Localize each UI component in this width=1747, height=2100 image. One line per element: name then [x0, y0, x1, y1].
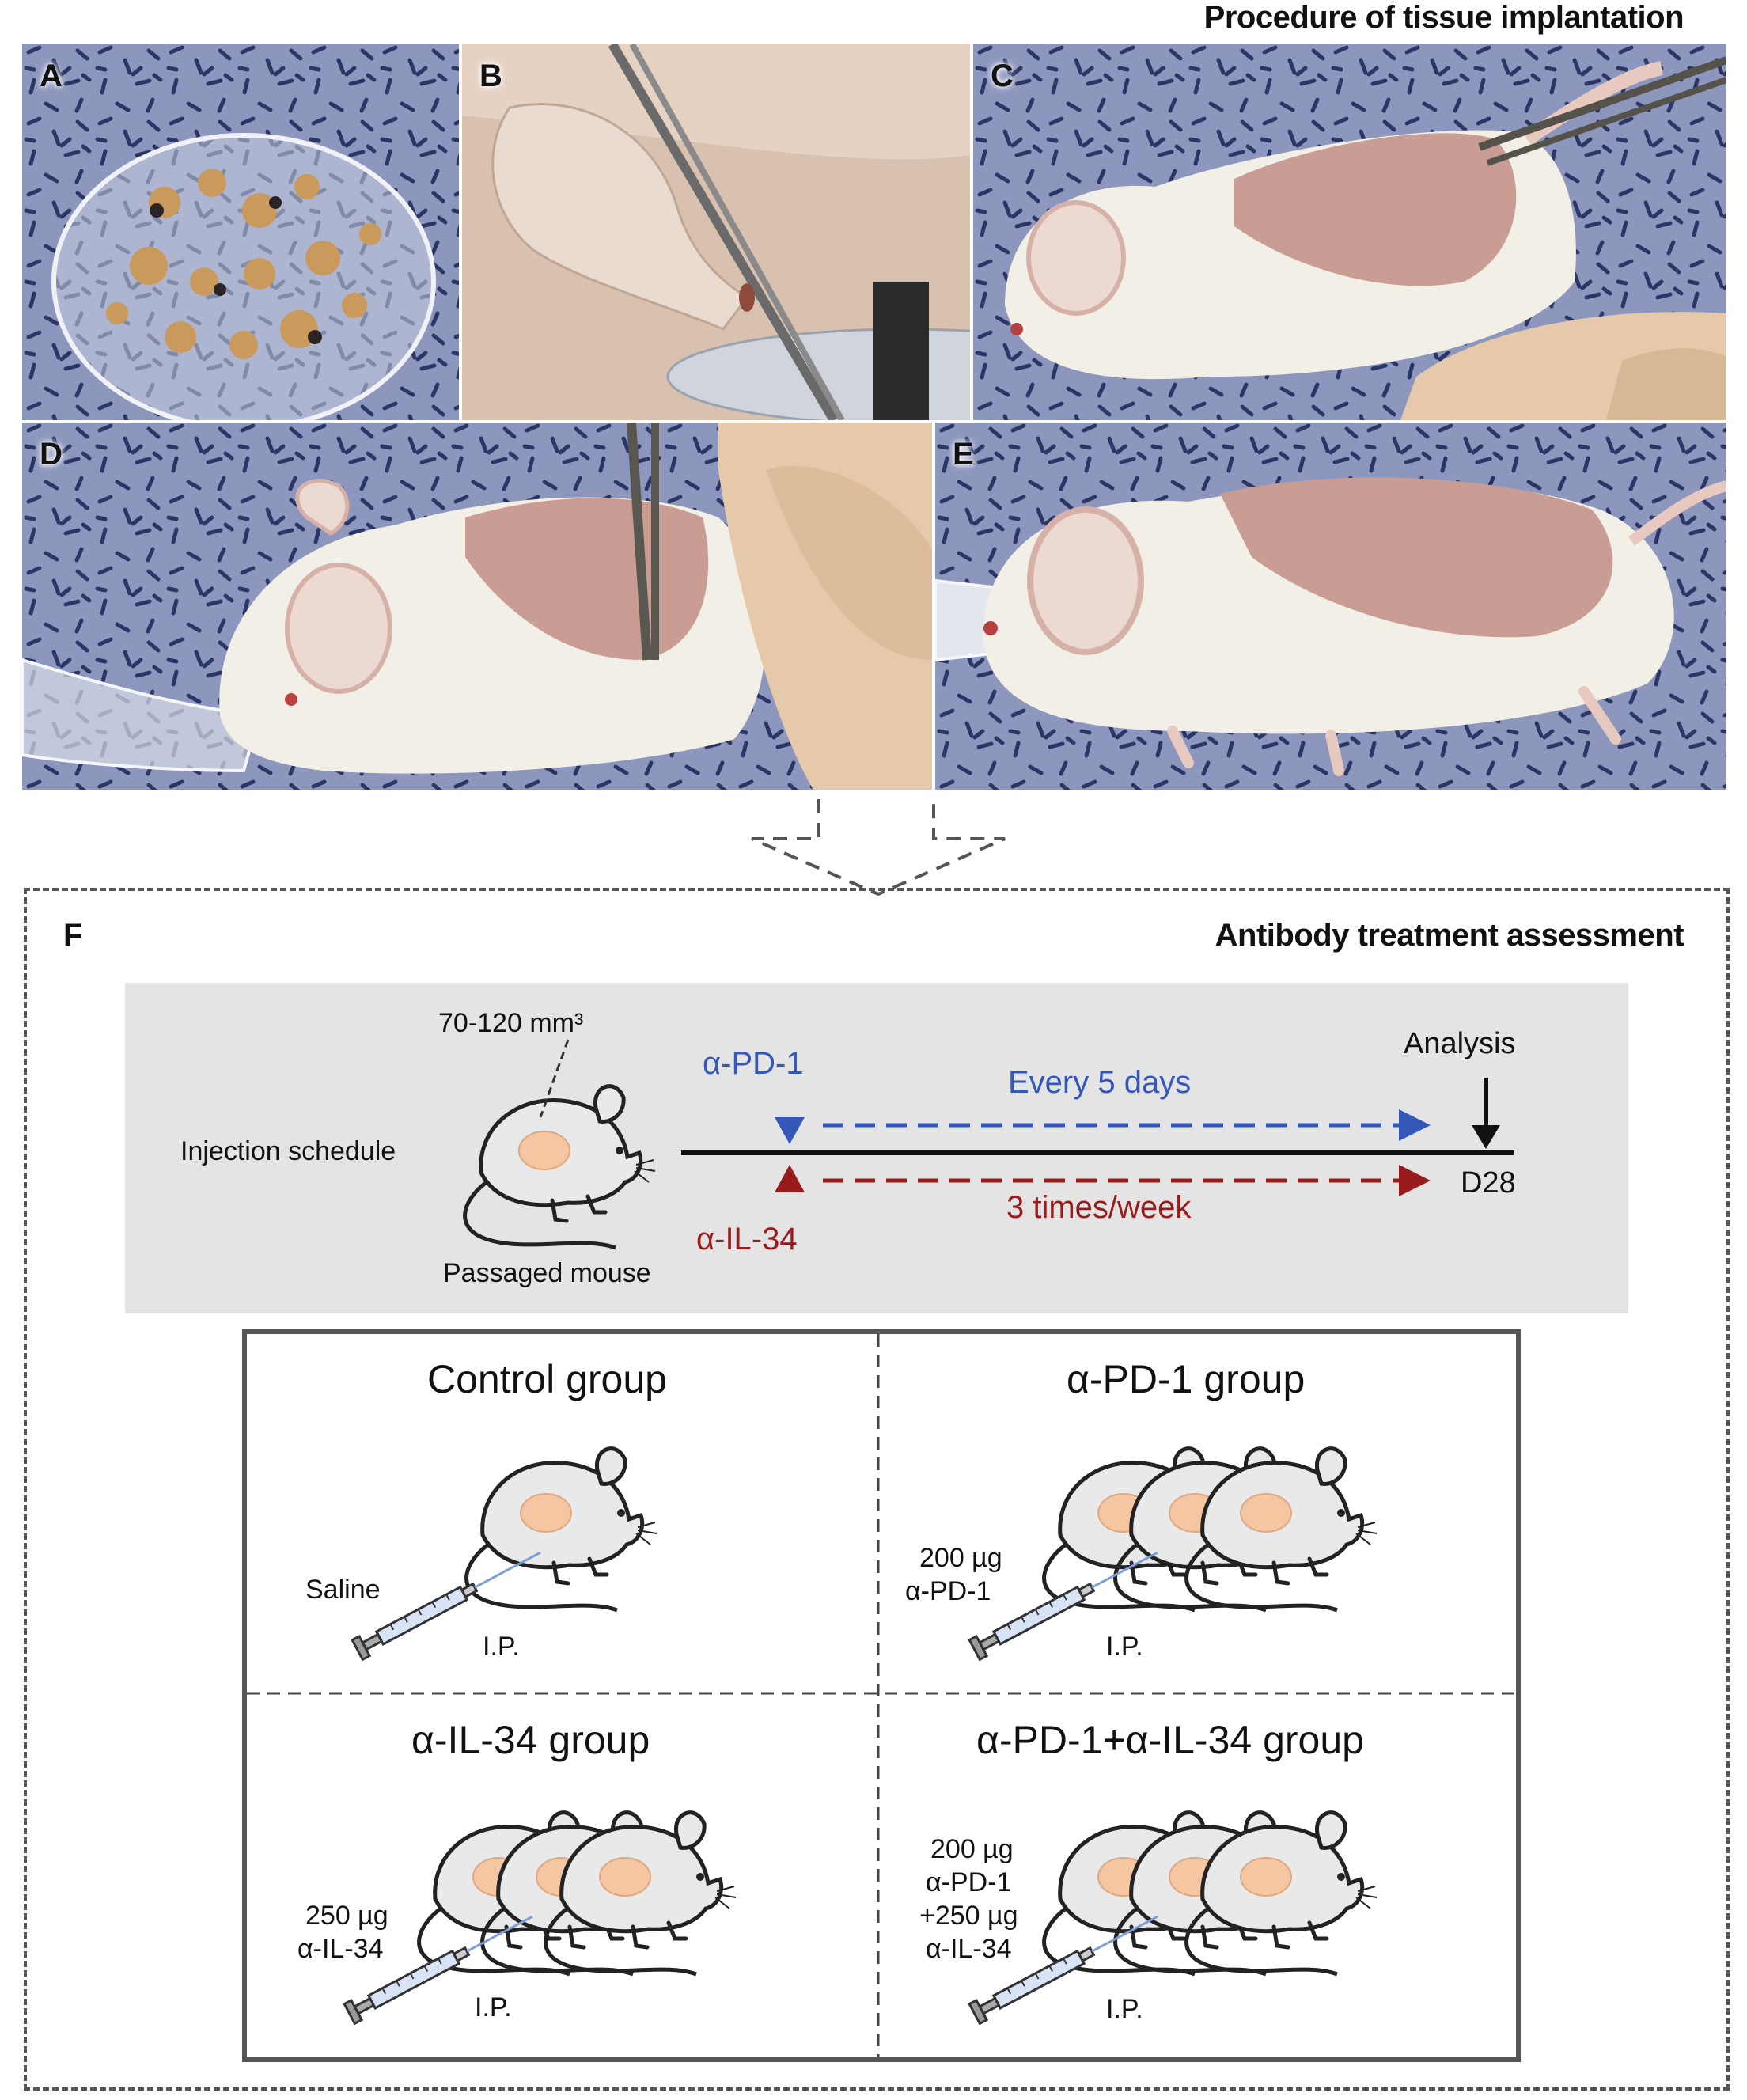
groups-grid [242, 1329, 1521, 2062]
photo-incision-closure: D [22, 423, 932, 790]
il34-label: α-IL-34 [696, 1222, 798, 1257]
photo-recovered-mouse: E [935, 423, 1726, 790]
dose-line: 200 µg [930, 1834, 1014, 1864]
tumor-volume-label: 70-120 mm³ [438, 1008, 584, 1038]
group-title: α-PD-1 group [1067, 1357, 1306, 1401]
dose-line: Saline [305, 1575, 381, 1605]
injection-schedule-box [125, 983, 1628, 1313]
dose-line: α-PD-1 [905, 1576, 991, 1606]
group-title: α-PD-1+α-IL-34 group [976, 1718, 1364, 1762]
endpoint-label: D28 [1461, 1166, 1516, 1200]
ail34-illustration [343, 1780, 767, 2025]
tumor-pointer-line [539, 1039, 570, 1118]
il34-frequency: 3 times/week [1006, 1190, 1192, 1225]
passaged-mouse-icon [465, 1086, 655, 1248]
pd1-label: α-PD-1 [703, 1046, 804, 1081]
route-label: I.P. [483, 1632, 520, 1662]
treatment-assessment-title: Antibody treatment assessment [1215, 918, 1684, 953]
photo-tissue-fragments: A [22, 44, 459, 420]
dose-line: +250 µg [919, 1901, 1018, 1931]
procedure-title: Procedure of tissue implantation [1203, 0, 1684, 35]
panel-letter-c: C [991, 59, 1014, 93]
panel-letter-d: D [40, 437, 63, 472]
pd1-start-marker [775, 1117, 805, 1144]
il34-arrowhead [1399, 1165, 1431, 1196]
panel-letter-a: A [40, 59, 63, 93]
pd1-arrowhead [1399, 1109, 1431, 1141]
panel-letter-e: E [953, 437, 974, 472]
pd1-frequency: Every 5 days [1008, 1065, 1192, 1100]
groups-dividers [247, 1334, 1516, 2057]
route-label: I.P. [475, 1992, 512, 2022]
schedule-diagram [125, 1039, 1514, 1313]
dose-line: α-PD-1 [926, 1867, 1012, 1897]
group-title: α-IL-34 group [411, 1718, 650, 1762]
panel-letter-b: B [479, 59, 502, 93]
dose-line: α-IL-34 [297, 1934, 384, 1964]
analysis-label: Analysis [1404, 1027, 1516, 1060]
flow-arrow [751, 799, 1006, 896]
dose-line: 250 µg [305, 1901, 388, 1931]
route-label: I.P. [1106, 1632, 1143, 1662]
injection-schedule-label: Injection schedule [180, 1136, 396, 1166]
route-label: I.P. [1106, 1994, 1143, 2024]
dose-line: 200 µg [919, 1543, 1002, 1573]
panel-letter-f: F [63, 918, 83, 953]
passaged-mouse-label: Passaged mouse [443, 1258, 651, 1288]
panel-f-frame [24, 888, 1730, 2091]
photo-skin-clip: C [973, 44, 1726, 420]
photo-forceps-handling: B [462, 44, 970, 420]
dose-line: α-IL-34 [926, 1934, 1012, 1964]
mouse-icon [467, 1449, 657, 1610]
combo-illustration [968, 1780, 1464, 2025]
apd1-illustration [968, 1416, 1464, 1661]
il34-start-marker [775, 1165, 805, 1192]
control-illustration [351, 1416, 728, 1661]
group-title: Control group [427, 1357, 667, 1401]
analysis-arrowhead [1472, 1125, 1500, 1149]
